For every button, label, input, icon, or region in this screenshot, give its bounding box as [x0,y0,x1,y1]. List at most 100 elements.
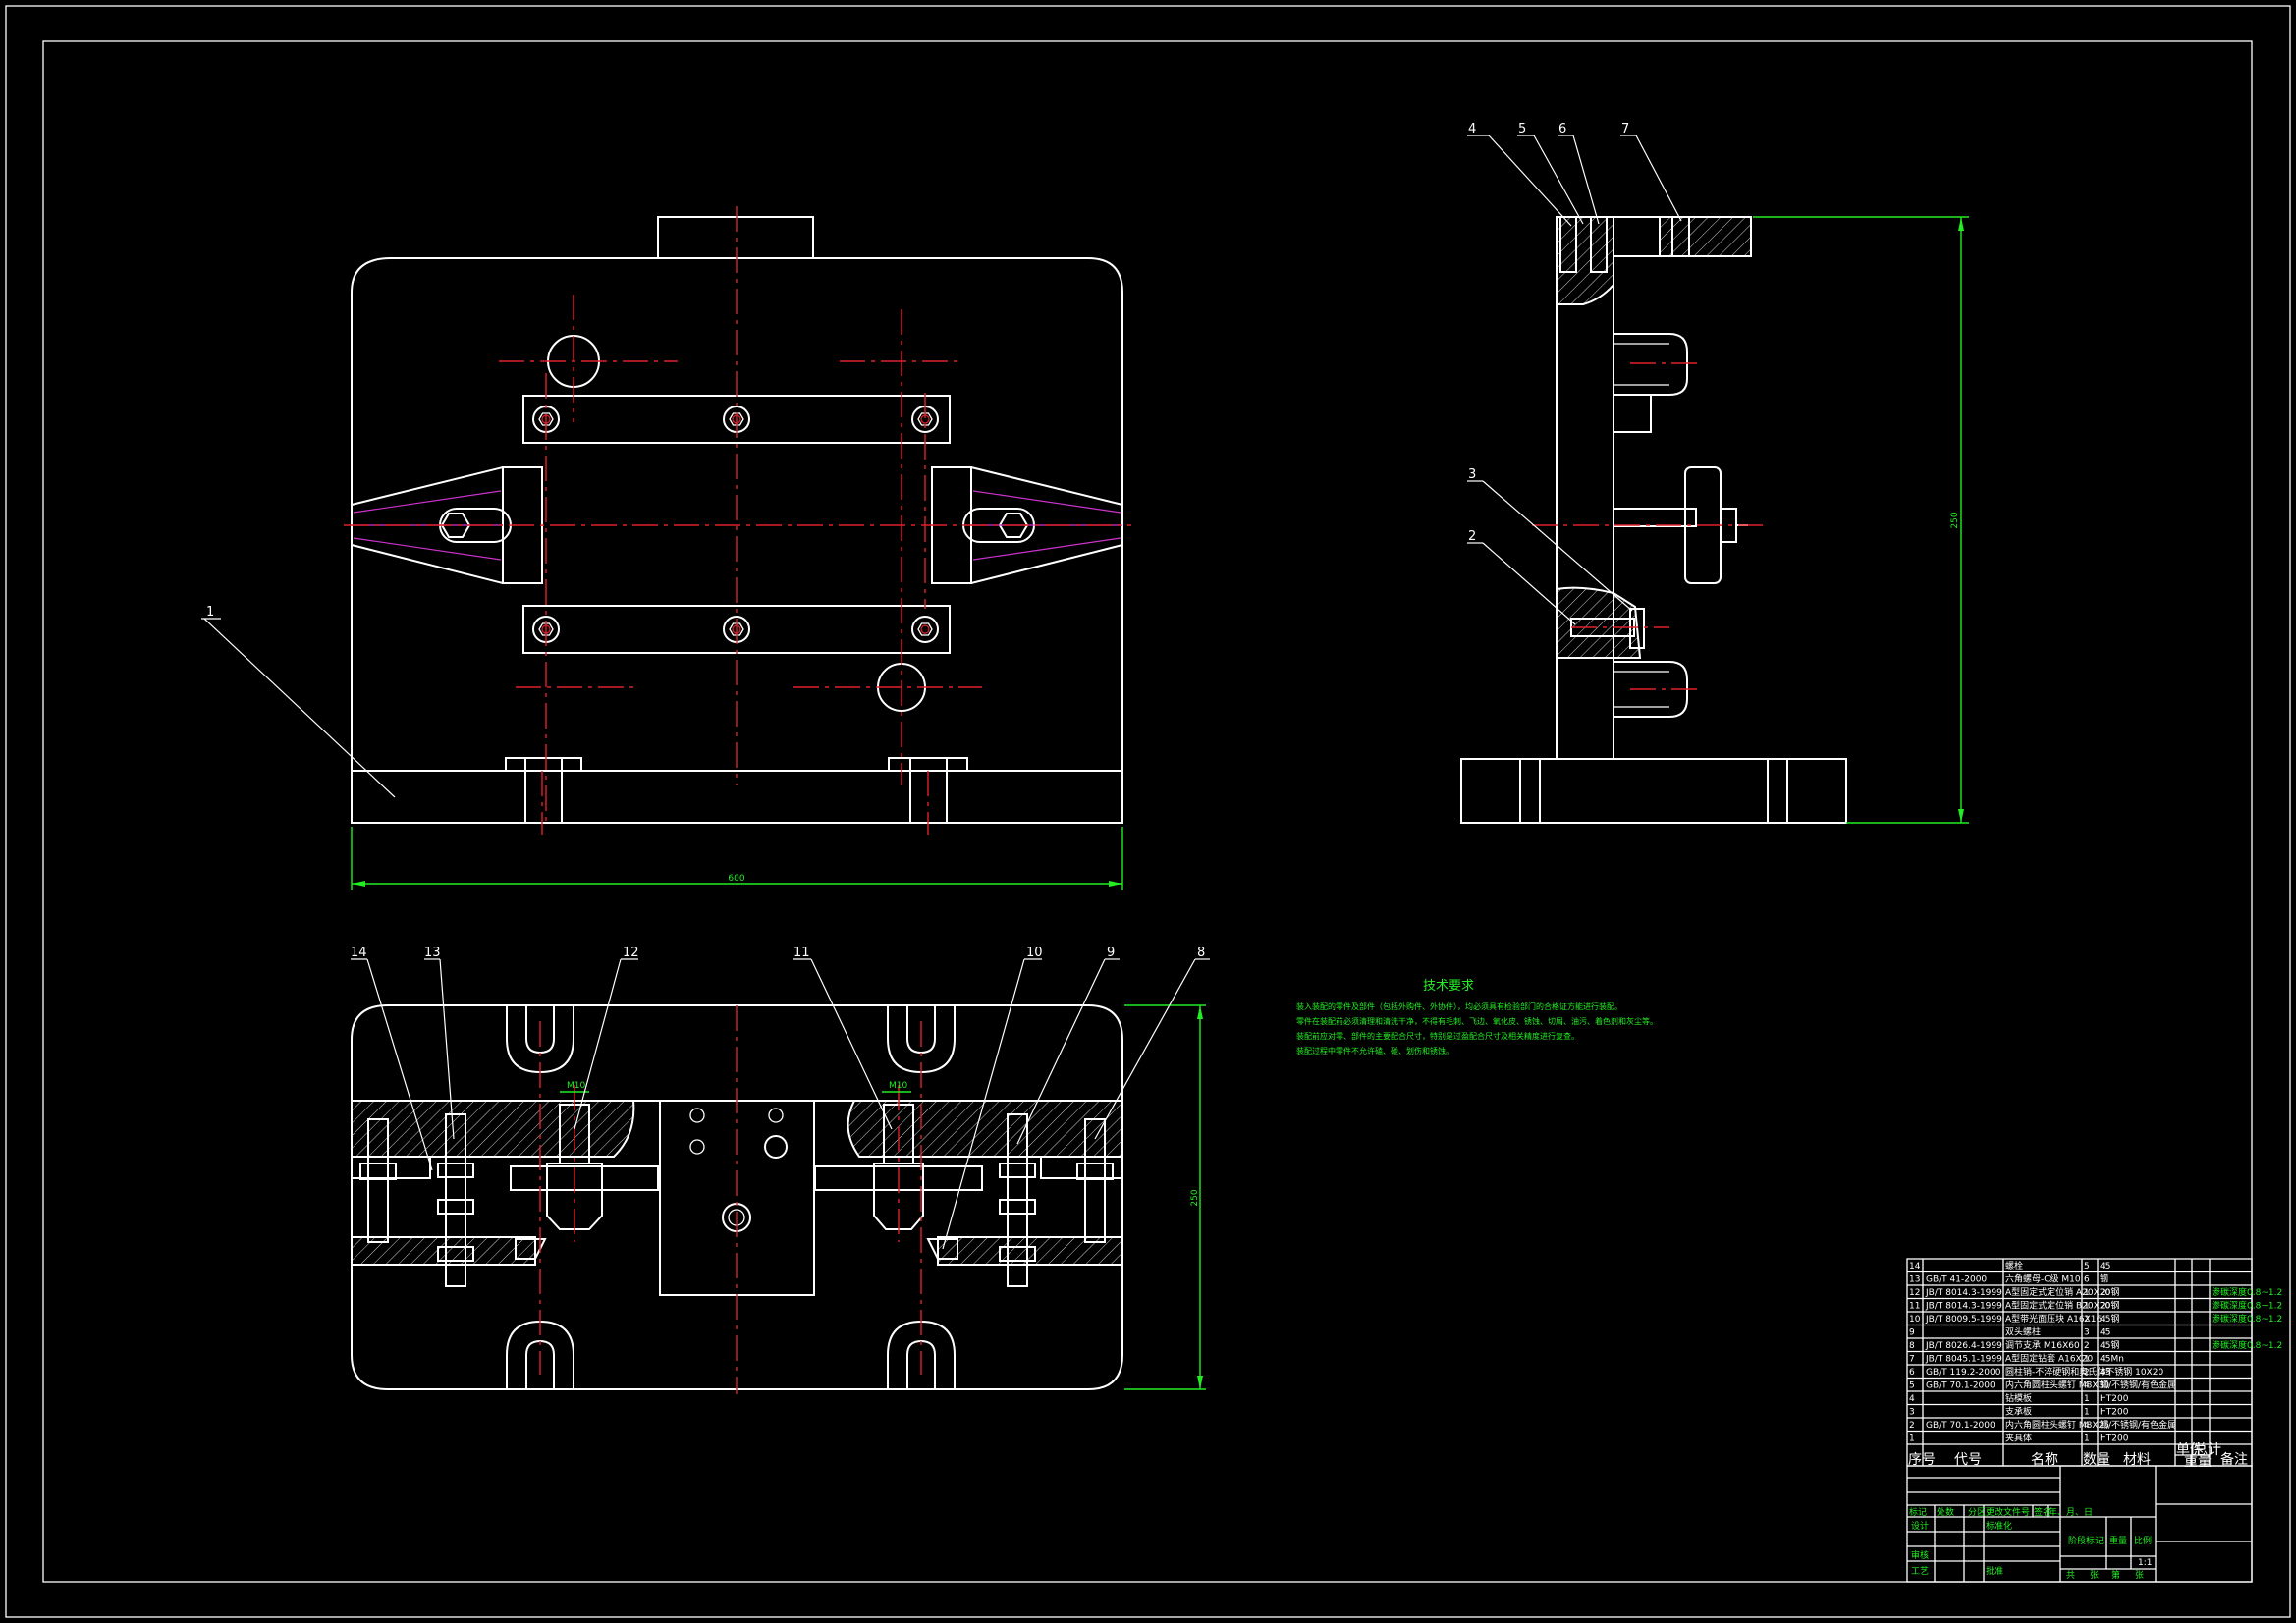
tb-design: 设计 [1911,1520,1929,1532]
bom-cell: 10 [1909,1315,1921,1325]
bom-cell: 45Mn [2100,1355,2124,1365]
bom-cell: 钢/不锈钢/有色金属 [2100,1380,2176,1391]
bom-cell: 1 [2084,1355,2090,1365]
bom-header-cell: 重量 [2184,1454,2212,1470]
bom-cell: 渗碳深度0.8~1.2 [2212,1286,2282,1298]
title-block: 标记 处数 分区 更改文件号 签名 年、月、日 设计 标准化 审核 工艺 批准 … [1906,1465,2253,1583]
tap-note-left: M10 [567,1081,585,1091]
tb-process: 工艺 [1911,1566,1929,1577]
technical-requirements: 技术要求 装入装配的零件及部件（包括外购件、外协件），均必须具有检验部门的合格证… [1296,979,1658,1055]
balloon-6: 6 [1558,122,1566,136]
tech-line-2: 零件在装配前必须清理和清洗干净，不得有毛刺、飞边、氧化皮、锈蚀、切屑、油污、着色… [1296,1016,1658,1026]
tech-line-1: 装入装配的零件及部件（包括外购件、外协件），均必须具有检验部门的合格证方能进行装… [1296,1001,1622,1011]
bom-cell: 11 [1909,1302,1920,1312]
tap-note-right: M10 [889,1081,907,1091]
tech-title: 技术要求 [1423,979,1474,994]
bom-cell: 1 [1909,1434,1915,1444]
bom-cell: 钢/不锈钢/有色金属 [2100,1419,2176,1431]
tb-sheet-no: 第 [2111,1569,2120,1581]
bom-cell: 1 [2084,1408,2090,1418]
bom-cell: 3 [1909,1408,1915,1418]
bom-cell: GB/T 70.1-2000 [1926,1381,1995,1391]
bom-cell: GB/T 41-2000 [1926,1275,1987,1285]
bom-cell: JB/T 8026.4-1999 [1925,1341,2002,1351]
tb-scale-value: 1:1 [2138,1558,2152,1568]
balloon-12: 12 [623,946,639,960]
bom-header-cell: 材料 [2123,1452,2151,1468]
bom-cell: 12 [1909,1288,1920,1298]
bom-cell: 支承板 [2005,1406,2032,1418]
dim-front-width: 600 [728,874,744,884]
tech-line-4: 装配过程中零件不允许磕、碰、划伤和锈蚀。 [1296,1046,1453,1055]
bom-cell: 6 [2084,1275,2090,1285]
bom-header-cell: 代号 [1954,1452,1982,1468]
bom-cell: 钢 [2100,1273,2108,1285]
bom-cell: HT200 [2100,1434,2129,1444]
bom-header-cell: 序号 [1908,1452,1936,1468]
tb-sign: 签名 [2034,1506,2051,1518]
bom-cell: 圆柱销-不淬硬钢和奥氏体不锈钢 10X20 [2005,1366,2163,1378]
tb-change-doc: 更改文件号 [1986,1506,2030,1518]
tb-zone: 分区 [1968,1507,1986,1518]
bom-cell: 45 [2100,1262,2110,1271]
bom-cell: 8 [1909,1341,1915,1351]
bom-cell: 45 [2100,1368,2110,1378]
tb-weight: 重量 [2109,1535,2127,1546]
bom-cell: 渗碳深度0.8~1.2 [2212,1339,2282,1351]
balloon-2: 2 [1468,529,1476,544]
bom-cell: 螺栓 [2005,1260,2023,1271]
balloon-11: 11 [793,946,810,960]
side-view: 250 4 5 6 7 3 2 [1460,122,1969,824]
tech-line-3: 装配前应对零、部件的主要配合尺寸，特别是过盈配合尺寸及相关精度进行复查。 [1296,1031,1579,1041]
tb-sheet-unit: 张 [2135,1570,2144,1581]
bom-cell: 7 [1909,1355,1915,1365]
bom-cell: 双头螺柱 [2005,1326,2041,1338]
bom-header-cell: 数量 [2083,1452,2110,1468]
balloon-8: 8 [1197,946,1205,960]
bom-header-cell: 单件 [2176,1442,2204,1458]
balloon-7: 7 [1621,122,1629,136]
bom-cell: GB/T 70.1-2000 [1926,1421,1995,1431]
bom-cell: 5 [2084,1262,2090,1271]
bom-cell: JB/T 8009.5-1999 [1925,1315,2002,1325]
balloon-13: 13 [424,946,441,960]
outer-border [5,5,2291,1618]
bom-cell: 13 [1909,1275,1920,1285]
tb-count: 处数 [1937,1506,1954,1518]
bom-header-cell: 总计 [2194,1442,2221,1458]
bom-cell: 4 [2084,1381,2090,1391]
bom-cell: 4 [2084,1421,2090,1431]
bom-cell: A型带光面压块 A16X16 [2005,1313,2103,1325]
bom-header-cell: 备注 [2220,1451,2248,1468]
balloon-5-top: 5 [1518,122,1526,136]
bom-cell: 1 [2084,1394,2090,1404]
bom-cell: 3 [2084,1328,2090,1338]
bom-cell: 4 [1909,1394,1915,1404]
balloon-10: 10 [1026,946,1043,960]
bom-cell: 20钢 [2100,1286,2119,1298]
balloon-1: 1 [206,605,214,620]
bom-cell: A型固定式定位销 A20X20 [2005,1286,2111,1298]
bom-cell: 45 [2100,1328,2110,1338]
bom-cell: 14 [1909,1262,1921,1271]
balloon-9: 9 [1107,946,1115,960]
bom-cell: HT200 [2100,1408,2129,1418]
tb-sheet-of: 张 [2090,1570,2099,1581]
tb-date: 年、月、日 [2049,1506,2093,1518]
bom-cell: 1 [2084,1434,2090,1444]
bom-cell: 渗碳深度0.8~1.2 [2212,1300,2282,1312]
bom-cell: 2 [2084,1315,2090,1325]
bom-cell: 内六角圆柱头螺钉 M8X25 [2005,1419,2109,1431]
bom-cell: 45钢 [2100,1313,2119,1325]
dim-bottom-height: 250 [1190,1189,1200,1206]
bom-cell: JB/T 8045.1-1999 [1925,1355,2002,1365]
bom-cell: 45钢 [2100,1339,2119,1351]
bom-cell: 内六角圆柱头螺钉 M8X30 [2005,1380,2109,1391]
balloon-3: 3 [1468,467,1476,482]
bom-cell: 5 [1909,1381,1915,1391]
bom-cell: 渗碳深度0.8~1.2 [2212,1313,2282,1325]
front-view: 600 1 [201,206,1131,890]
bom-cell: 2 [2084,1368,2090,1378]
bom-cell: 六角螺母-C级 M10 [2005,1273,2081,1285]
